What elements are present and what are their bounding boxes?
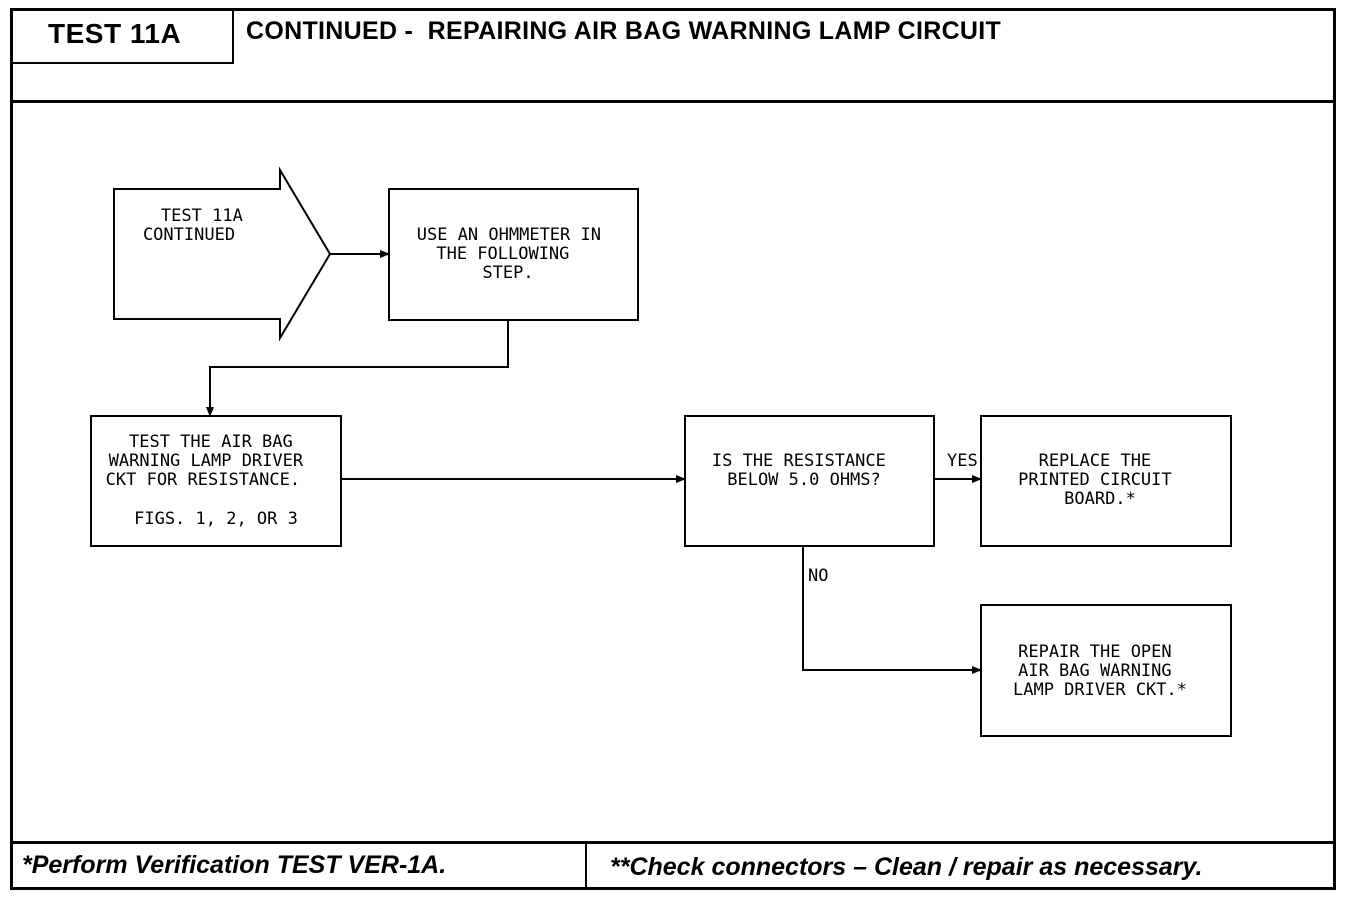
- node-test-resistance-line-1: TEST THE AIR BAG: [129, 432, 293, 452]
- footer-note-verification: *Perform Verification TEST VER-1A.: [22, 851, 447, 879]
- page-title: CONTINUED - REPAIRING AIR BAG WARNING LA…: [246, 17, 1002, 45]
- node-repair-open-line-1: REPAIR THE OPEN: [1018, 642, 1172, 662]
- node-entry-line-2: CONTINUED: [143, 225, 235, 245]
- test-id: TEST 11A: [48, 18, 182, 49]
- node-use-ohmmeter-line-1: USE AN OHMMETER IN: [417, 225, 601, 245]
- node-test-resistance-line-4: FIGS. 1, 2, OR 3: [134, 509, 298, 529]
- node-repair-open: REPAIR THE OPEN AIR BAG WARNING LAMP DRI…: [980, 604, 1232, 737]
- svg-text:TEST THE AIR BAG WARNING: TEST THE AIR BAG WARNING LAMP DRIVER CKT…: [106, 432, 314, 529]
- footer-note-connectors: **Check connectors – Clean / repair as n…: [610, 853, 1203, 881]
- svg-text:TEST 11A CONTINUED: TEST 11A CONTINUED: [143, 206, 253, 245]
- node-replace-pcb-line-2: PRINTED CIRCUIT: [1018, 470, 1172, 490]
- header-divider: [10, 100, 1336, 103]
- node-use-ohmmeter: USE AN OHMMETER IN THE FOLLOWING STEP.: [388, 188, 639, 321]
- edge-label-no: NO: [808, 566, 828, 586]
- node-decision-line-2: BELOW 5.0 OHMS?: [727, 470, 881, 490]
- node-decision: IS THE RESISTANCE BELOW 5.0 OHMS?: [684, 415, 935, 547]
- page-frame: [10, 8, 1336, 890]
- node-entry-line-1: TEST 11A: [161, 206, 243, 226]
- node-replace-pcb-line-3: BOARD.*: [1064, 489, 1136, 509]
- node-test-resistance-line-2: WARNING LAMP DRIVER: [109, 451, 304, 471]
- node-replace-pcb: REPLACE THE PRINTED CIRCUIT BOARD.*: [980, 415, 1232, 547]
- footer-divider: [10, 841, 1336, 844]
- node-decision-line-1: IS THE RESISTANCE: [712, 451, 886, 471]
- edge-label-yes: YES: [947, 451, 978, 471]
- node-entry: TEST 11A CONTINUED: [113, 166, 332, 342]
- test-id-box: [10, 8, 234, 64]
- svg-text:IS THE RESISTANCE BELOW: IS THE RESISTANCE BELOW 5.0 OHMS?: [712, 451, 896, 490]
- edge-ohmmeter-to-test: [206, 320, 509, 417]
- footer-column-divider: [585, 842, 587, 890]
- node-use-ohmmeter-line-3: STEP.: [482, 263, 533, 283]
- svg-text:REPLACE THE PRINTED CIRC: REPLACE THE PRINTED CIRCUIT BOARD.*: [1018, 451, 1182, 509]
- svg-text:REPAIR THE OPEN AIR BAG: REPAIR THE OPEN AIR BAG WARNING LAMP DRI…: [1013, 642, 1187, 700]
- node-test-resistance: TEST THE AIR BAG WARNING LAMP DRIVER CKT…: [90, 415, 342, 547]
- node-repair-open-line-2: AIR BAG WARNING: [1018, 661, 1172, 681]
- svg-text:USE AN OHMMETER IN THE F: USE AN OHMMETER IN THE FOLLOWING STEP.: [417, 225, 611, 283]
- node-test-resistance-line-3: CKT FOR RESISTANCE.: [106, 470, 300, 490]
- node-use-ohmmeter-line-2: THE FOLLOWING: [436, 244, 569, 264]
- node-replace-pcb-line-1: REPLACE THE: [1039, 451, 1152, 471]
- edge-decision-no: [802, 546, 982, 674]
- node-repair-open-line-3: LAMP DRIVER CKT.*: [1013, 680, 1187, 700]
